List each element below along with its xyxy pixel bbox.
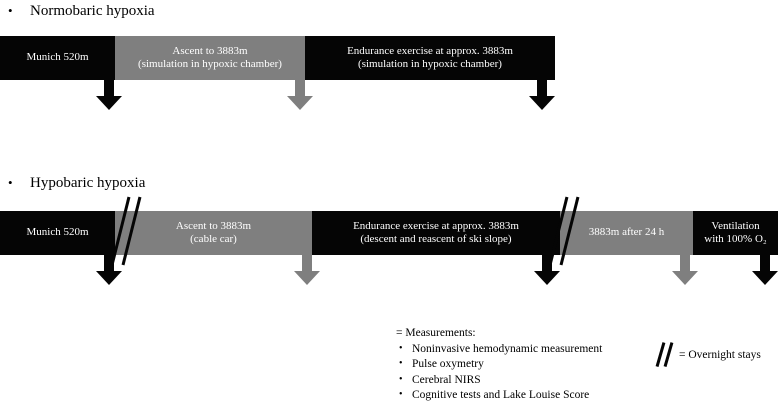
overnight-slash-stroke — [663, 342, 673, 367]
timeline-segment-ascent-3883m[interactable]: Ascent to 3883m (cable car) — [115, 211, 312, 255]
legend-measurements-lead: = Measurements: — [396, 327, 476, 339]
arrow-shaft — [104, 255, 114, 272]
section-heading-label: Hypobaric hypoxia — [30, 175, 146, 191]
list-item: Noninvasive hemodynamic measurement — [396, 341, 602, 358]
segment-line-1: Endurance exercise at approx. 3883m — [347, 44, 513, 57]
measurement-arrow-5[interactable] — [752, 255, 778, 285]
arrow-head-icon — [96, 271, 122, 285]
measurement-arrow-1[interactable] — [96, 80, 122, 110]
segment-line-1: Ventilation — [711, 219, 760, 232]
arrow-head-icon — [287, 96, 313, 110]
overnight-slash-icon — [110, 196, 131, 266]
measurement-arrow-2[interactable] — [294, 255, 320, 285]
timeline-segment-ascent-3883m[interactable]: Ascent to 3883m (simulation in hypoxic c… — [115, 36, 305, 80]
arrow-shaft — [542, 255, 552, 272]
timeline-segment-ventilation-oxygen[interactable]: Ventilation with 100% O₂ — [693, 211, 778, 255]
segment-line-1: Ascent to 3883m — [175, 219, 252, 232]
measurement-arrow-3[interactable] — [529, 80, 555, 110]
segment-line-2: (descent and reascent of ski slope) — [360, 233, 512, 245]
timeline-segment-endurance-exercise[interactable]: Endurance exercise at approx. 3883m (sim… — [305, 36, 555, 80]
bullet-icon: • — [8, 3, 13, 18]
timeline-segment-endurance-exercise[interactable]: Endurance exercise at approx. 3883m (des… — [312, 211, 560, 255]
arrow-shaft — [680, 255, 690, 272]
overnight-slash-icon — [655, 342, 677, 367]
section-heading-normobaric: • Normobaric hypoxia — [8, 2, 155, 20]
segment-line-1: Munich 520m — [26, 51, 89, 64]
arrow-shaft — [537, 80, 547, 97]
measurement-arrow-2[interactable] — [287, 80, 313, 110]
bullet-icon: • — [8, 175, 13, 190]
arrow-head-icon — [96, 96, 122, 110]
arrow-head-icon — [529, 96, 555, 110]
overnight-stay-marker-1 — [110, 196, 144, 266]
measurement-arrow-3[interactable] — [534, 255, 560, 285]
legend-overnight-label: = Overnight stays — [679, 349, 761, 361]
timeline-segment-munich-520m[interactable]: Munich 520m — [0, 211, 115, 255]
overnight-slash-icon — [548, 196, 569, 266]
segment-line-2: (simulation in hypoxic chamber) — [138, 58, 282, 70]
list-item: Cognitive tests and Lake Louise Score — [396, 387, 602, 404]
arrow-shaft — [760, 255, 770, 272]
section-heading-hypobaric: • Hypobaric hypoxia — [8, 174, 145, 192]
segment-line-1: Munich 520m — [26, 226, 89, 239]
list-item: Pulse oxymetry — [396, 356, 602, 373]
arrow-head-icon — [752, 271, 778, 285]
section-heading-label: Normobaric hypoxia — [30, 3, 155, 19]
timeline-segment-3883m-after-24h[interactable]: 3883m after 24 h — [560, 211, 693, 255]
segment-line-2: (simulation in hypoxic chamber) — [358, 58, 502, 70]
arrow-head-icon — [294, 271, 320, 285]
segment-line-2: with 100% O₂ — [704, 233, 767, 245]
legend-measurements: = Measurements: Noninvasive hemodynamic … — [396, 326, 602, 404]
segment-line-2: (cable car) — [190, 233, 237, 245]
overnight-stay-marker-2 — [548, 196, 582, 266]
segment-line-1: 3883m after 24 h — [588, 226, 665, 239]
arrow-shaft — [302, 255, 312, 272]
segment-line-1: Endurance exercise at approx. 3883m — [353, 219, 519, 232]
measurement-arrow-4[interactable] — [672, 255, 698, 285]
arrow-head-icon — [534, 271, 560, 285]
arrow-shaft — [295, 80, 305, 97]
arrow-shaft — [104, 80, 114, 97]
segment-line-1: Ascent to 3883m — [172, 44, 248, 57]
measurement-arrow-1[interactable] — [96, 255, 122, 285]
timeline-segment-munich-520m[interactable]: Munich 520m — [0, 36, 115, 80]
list-item: Cerebral NIRS — [396, 372, 602, 389]
arrow-head-icon — [672, 271, 698, 285]
legend-measurements-list: Noninvasive hemodynamic measurement Puls… — [396, 341, 602, 404]
